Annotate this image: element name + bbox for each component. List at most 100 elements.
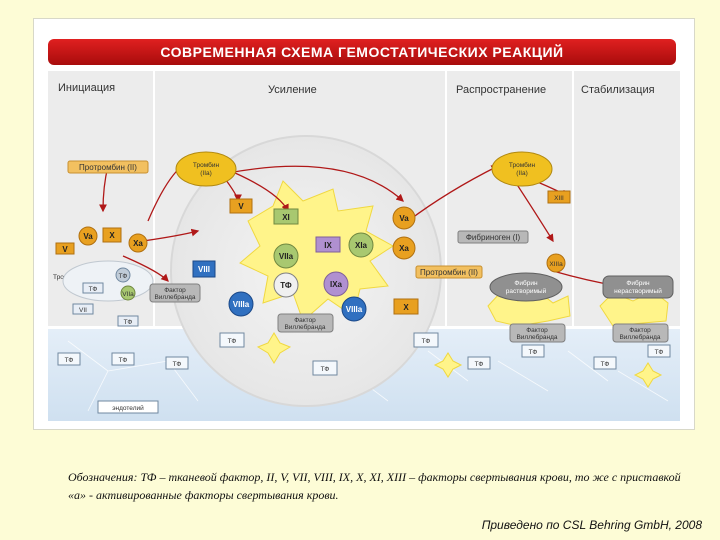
phase-label-amplification: Усиление <box>268 84 317 96</box>
factor-v-amplification <box>229 198 253 214</box>
factor-xiiia-label: XIIIa <box>549 261 563 268</box>
vwf-box-4 <box>612 323 669 343</box>
factor-va-initiation <box>78 226 98 246</box>
fibrin-soluble <box>489 272 563 302</box>
credit-text: Приведено по CSL Behring GmbH, 2008 <box>481 518 702 532</box>
fibrin-soluble-sub: растворимый <box>506 287 547 295</box>
factor-viia-amplification <box>273 243 299 269</box>
prothrombin-label-initiation: Протромбин (II) <box>79 163 137 172</box>
factor-v-initiation-label: V <box>62 245 68 254</box>
tf-label-initiation: ТФ <box>89 286 98 293</box>
factor-x-amplification-label: X <box>403 303 409 312</box>
tf-box-initiation <box>82 282 104 294</box>
vwf-box-1 <box>149 283 201 303</box>
vwf-sub-2: Виллебранда <box>284 323 325 331</box>
tf-endo-1: ТФ <box>65 357 74 364</box>
hemostasis-diagram: Инициация Усиление Распространение Стаби… <box>48 71 680 421</box>
factor-viii-label: VIII <box>198 265 210 274</box>
factor-xa-initiation <box>128 233 148 253</box>
phase-label-initiation: Инициация <box>58 82 115 94</box>
prothrombin-box-initiation <box>67 160 149 174</box>
vwf-sub-3: Виллебранда <box>516 333 557 341</box>
factor-viiia-right <box>341 296 367 322</box>
factor-xa-amplification <box>392 236 416 260</box>
fibrin-insoluble <box>602 275 674 299</box>
factor-va-amplification-label: Va <box>399 214 409 223</box>
thrombin-sub-1: (IIa) <box>200 170 212 177</box>
fibrinogen-label: Фибриноген (I) <box>466 233 521 242</box>
factor-viiia-right-label: VIIIa <box>346 305 363 314</box>
diagram-frame: СОВРЕМЕННАЯ СХЕМА ГЕМОСТАТИЧЕСКИХ РЕАКЦИ… <box>33 18 695 430</box>
factor-viiia-left <box>228 291 254 317</box>
tf-endo-10: ТФ <box>655 349 664 356</box>
factor-viii <box>192 260 216 278</box>
tf-endo-3: ТФ <box>173 361 182 368</box>
factor-v-initiation <box>55 242 75 255</box>
factor-xia-label: XIa <box>355 241 368 250</box>
thrombin-label-2: Тромбин <box>509 161 536 169</box>
factor-xiiia <box>546 253 566 273</box>
endothelium-label-box <box>97 400 159 414</box>
tf-endo-8: ТФ <box>529 349 538 356</box>
factor-viia-initiation-label: VIIa <box>122 291 134 298</box>
vwf-label-2: Фактор <box>294 317 316 324</box>
tf-endo-4: ТФ <box>228 338 237 345</box>
factor-va-amplification <box>392 206 416 230</box>
tf-endo-9: ТФ <box>601 361 610 368</box>
tf-node-thrombocyte <box>115 267 131 283</box>
factor-x-amplification <box>393 298 419 315</box>
phase-label-stabilization: Стабилизация <box>581 84 655 96</box>
thrombin-sub-2: (IIa) <box>516 170 528 177</box>
vwf-label-3: Фактор <box>526 327 548 334</box>
tf-endo-2: ТФ <box>119 357 128 364</box>
legend-text: Обозначения: ТФ – тканевой фактор, II, V… <box>68 470 681 502</box>
factor-vii-initiation <box>72 303 94 315</box>
factor-ix <box>315 236 341 253</box>
factor-ixa-label: IXa <box>330 280 343 289</box>
tf-endo-7: ТФ <box>475 361 484 368</box>
vwf-label-1: Фактор <box>164 287 186 294</box>
tf-node-amplification <box>273 272 299 298</box>
fibrinogen-box <box>457 230 529 244</box>
factor-va-initiation-label: Va <box>83 232 93 241</box>
factor-viia-initiation <box>120 285 136 301</box>
endothelium-tf-boxes: ТФ ТФ ТФ ТФ ТФ ТФ ТФ ТФ ТФ ТФ <box>57 332 671 376</box>
factor-viia-amplification-label: VIIa <box>279 252 294 261</box>
tf-label-initiation-2: ТФ <box>124 319 133 326</box>
tf-endo-6: ТФ <box>422 338 431 345</box>
fibrin-soluble-label: Фибрин <box>514 279 538 287</box>
factor-xa-amplification-label: Xa <box>399 244 409 253</box>
vwf-box-3 <box>509 323 566 343</box>
factor-xa-initiation-label: Xa <box>133 239 143 248</box>
endothelium-label: эндотелий <box>112 404 144 412</box>
tf-endo-5: ТФ <box>321 366 330 373</box>
thrombin-node-1 <box>175 151 237 187</box>
prothrombin-box-amplification <box>415 265 483 279</box>
factor-x-initiation <box>102 227 122 243</box>
factor-xiii <box>547 190 571 204</box>
thrombin-label-1: Тромбин <box>193 161 220 169</box>
phase-label-propagation: Распространение <box>456 84 546 96</box>
fibrin-insoluble-label: Фибрин <box>626 279 650 287</box>
factor-xiii-label: XIII <box>554 195 564 202</box>
thrombocyte <box>62 260 154 302</box>
factor-viiia-left-label: VIIIa <box>233 300 250 309</box>
endothelium-platelets <box>256 332 663 388</box>
vwf-label-4: Фактор <box>629 327 651 334</box>
tf-label-amplification: ТФ <box>280 281 292 290</box>
factor-vii-initiation-label: VII <box>79 307 87 314</box>
factor-ixa <box>323 271 349 297</box>
vwf-box-2 <box>277 313 334 333</box>
factor-xi <box>273 208 299 225</box>
vwf-sub-4: Виллебранда <box>619 333 660 341</box>
factor-v-amplification-label: V <box>238 202 244 211</box>
diagram-title: СОВРЕМЕННАЯ СХЕМА ГЕМОСТАТИЧЕСКИХ РЕАКЦИ… <box>48 39 676 65</box>
fibrin-insoluble-sub: нерастворимый <box>614 287 662 295</box>
thrombin-node-2 <box>491 151 553 187</box>
tf-label-thrombocyte: ТФ <box>119 273 128 280</box>
factor-xi-label: XI <box>282 213 290 222</box>
prothrombin-label-amplification: Протромбин (II) <box>420 268 478 277</box>
tf-box-initiation-2 <box>117 315 139 327</box>
vwf-sub-1: Виллебранда <box>154 293 195 301</box>
factor-xia <box>348 232 374 258</box>
